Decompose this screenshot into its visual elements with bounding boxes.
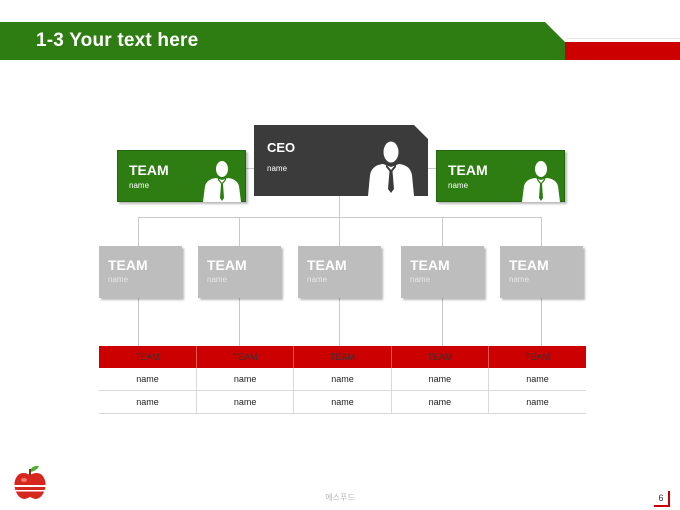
person-silhouette-icon [203, 161, 241, 202]
table-cell: name [99, 368, 197, 391]
table-header-cell: TEAM [99, 346, 197, 368]
top-team-box-left: TEAM name [117, 150, 246, 202]
team-name: name [509, 275, 530, 284]
apple-logo-icon [14, 465, 46, 499]
connector-right [428, 168, 436, 169]
team-name: name [108, 275, 129, 284]
ceo-box: CEO name [254, 125, 428, 196]
table-header-cell: TEAM [293, 346, 392, 368]
table-header-cell: TEAM [390, 346, 489, 368]
table-cell: name [390, 368, 489, 391]
table-cell: name [293, 390, 392, 414]
table-cell: name [195, 368, 294, 391]
table-cell: name [488, 368, 586, 391]
team-member-table: TEAM TEAM TEAM TEAM TEAM name name name … [99, 346, 586, 414]
header-divider [566, 38, 680, 39]
header-bar [0, 22, 566, 60]
team-box: TEAM name [198, 246, 281, 298]
page-number: 6 [654, 491, 670, 507]
team-title: TEAM [410, 257, 450, 273]
slide-title: 1-3 Your text here [36, 30, 199, 51]
ceo-name: name [267, 164, 288, 173]
team-name: name [448, 181, 469, 190]
person-silhouette-icon [368, 141, 414, 196]
team-name: name [307, 275, 328, 284]
team-name: name [410, 275, 431, 284]
team-title: TEAM [207, 257, 247, 273]
table-cell: name [293, 368, 392, 391]
table-cell: name [195, 390, 294, 414]
table-row: name name name name name [99, 390, 586, 414]
table-cell: name [99, 390, 197, 414]
team-title: TEAM [509, 257, 549, 273]
team-box: TEAM name [401, 246, 484, 298]
team-title: TEAM [307, 257, 347, 273]
ceo-title: CEO [267, 140, 296, 155]
connector-ceo-down [339, 196, 340, 217]
team-box: TEAM name [298, 246, 381, 298]
top-team-box-right: TEAM name [436, 150, 565, 202]
team-name: name [129, 181, 150, 190]
table-header-row: TEAM TEAM TEAM TEAM TEAM [99, 346, 586, 368]
team-title: TEAM [108, 257, 148, 273]
table-header-cell: TEAM [195, 346, 294, 368]
team-title: TEAM [129, 162, 169, 178]
header-accent [565, 42, 680, 60]
team-box: TEAM name [99, 246, 182, 298]
team-title: TEAM [448, 162, 488, 178]
person-silhouette-icon [522, 161, 560, 202]
team-name: name [207, 275, 228, 284]
connector-left [246, 168, 254, 169]
table-header-cell: TEAM [488, 346, 586, 368]
connector-horizontal [138, 217, 542, 218]
footer-text: 에스푸드 [325, 493, 355, 502]
team-box: TEAM name [500, 246, 583, 298]
table-cell: name [488, 390, 586, 414]
table-row: name name name name name [99, 368, 586, 391]
table-cell: name [390, 390, 489, 414]
